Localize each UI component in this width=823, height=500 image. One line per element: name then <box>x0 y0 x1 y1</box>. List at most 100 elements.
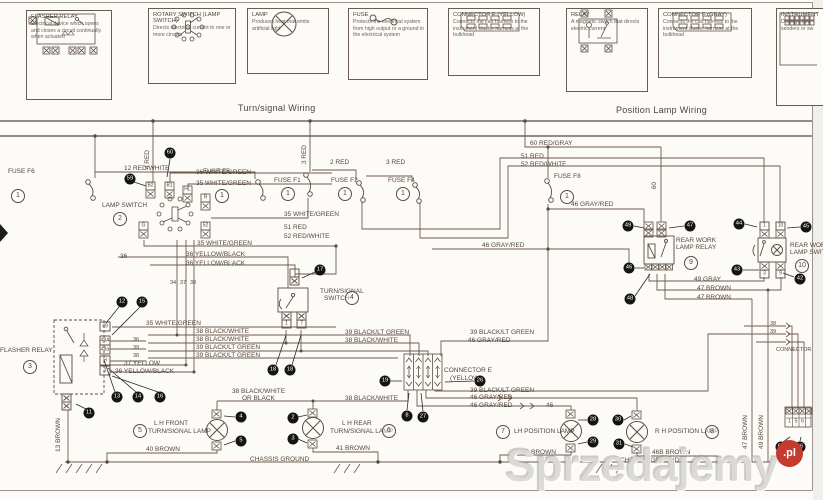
wire-label: 39 <box>133 345 140 351</box>
legend-lamp: LAMP Produces heat that emits artificial… <box>247 8 329 74</box>
rear-work-relay-label2: LAMP RELAY <box>676 244 717 251</box>
callout-16: 16 <box>154 391 166 403</box>
component-number: 1 <box>396 187 410 201</box>
connector-e-icon <box>460 12 520 32</box>
wire-label: 46 GRAY/RED <box>482 242 525 249</box>
turn-signal-switch-label2: SWITCH <box>324 295 350 302</box>
callout-18: 18 <box>267 364 279 376</box>
wire-label: 38 <box>133 353 140 359</box>
callout-17: 17 <box>314 264 326 276</box>
terminal-49A: 49A <box>100 337 110 343</box>
legend-title: CONNECTOR E (YELLOW) <box>453 12 526 18</box>
rear-work-switch-label2: LAMP SWITCH <box>790 249 823 256</box>
wire-label: 37 <box>180 280 187 286</box>
wire-label: 39 BLACK/LT GREEN <box>345 329 410 336</box>
component-number-rh-pos: 8 <box>705 425 719 439</box>
section-title-turn-signal: Turn/signal Wiring <box>238 103 316 113</box>
chassis-ground-label: CHASSIS GROUND <box>620 457 680 464</box>
component-number-lh-rear: 6 <box>382 424 396 438</box>
legend-title: ROTARY SWITCH (LAMP SWITCH) <box>153 12 221 24</box>
block-pin-1: 1 <box>788 418 791 425</box>
wire-label: 36 YELLOW/BLACK <box>186 260 246 267</box>
wire-label: 38 <box>190 280 197 286</box>
fuse-f4-label: FUSE F4 <box>388 177 415 184</box>
lh-position-lamp-label: LH POSITION LAMP <box>514 428 575 435</box>
wire-label: 39 <box>770 329 777 335</box>
wire-label: 35 WHITE/GREEN <box>146 320 201 327</box>
wire-label: 60 <box>651 182 658 190</box>
callout-42: 42 <box>794 273 806 285</box>
callout-5: 5 <box>235 435 247 447</box>
watermark-text: Sprzedajemy <box>505 439 779 491</box>
wire-label: 36 <box>120 253 128 260</box>
fuse-f1-label: FUSE F1 <box>274 177 301 184</box>
wire-label: 39 BLACK/LT GREEN <box>196 344 261 351</box>
legend-relay: RELAY A magnetic switch that directs ele… <box>566 8 648 92</box>
rear-work-lamp-relay-symbol <box>643 221 675 271</box>
wire-label: 4 RED <box>144 150 151 170</box>
callout-30: 30 <box>612 414 624 426</box>
lh-rear-lamp-label2: TURN/SIGNAL LAMP <box>330 428 393 435</box>
callout-49: 49 <box>622 220 634 232</box>
rw-switch-pin-3: 3 <box>763 270 766 277</box>
wire-label: 41 BROWN <box>336 445 370 452</box>
legend-rotary-switch: ROTARY SWITCH (LAMP SWITCH) Directs elec… <box>148 8 236 84</box>
wire-label: 12 RED/WHITE <box>124 165 170 172</box>
wire-label: 38 <box>770 321 777 327</box>
callout-27: 27 <box>417 411 429 423</box>
rotary-switch-icon <box>171 12 205 42</box>
turn-switch-pin-1: 1 <box>285 320 288 327</box>
component-number: 1 <box>338 187 352 201</box>
relay-icon <box>578 9 618 53</box>
callout-43: 43 <box>731 264 743 276</box>
wire-label: 34 <box>170 280 177 286</box>
callout-59: 59 <box>124 173 136 185</box>
component-number-flasher: 3 <box>23 360 37 374</box>
terminal-1: 1 <box>103 367 107 373</box>
callout-2: 2 <box>287 412 299 424</box>
callout-28: 28 <box>587 414 599 426</box>
component-number-rw-switch: 10 <box>795 259 809 273</box>
wire-label: 3 RED <box>301 145 308 165</box>
terminal-hl: HL <box>184 186 191 193</box>
terminal-h: H <box>103 357 107 363</box>
callout-arrows <box>75 158 802 448</box>
flasher-relay-label: FLASHER RELAY <box>0 347 53 354</box>
legend-connector-e: CONNECTOR E (YELLOW) Connects the cab ha… <box>448 8 540 76</box>
legend-connector-f: CONNECTOR F (GRAY) Connects the cab harn… <box>658 8 752 78</box>
wire-label: 46 GRAY/RED <box>468 337 511 344</box>
callout-29: 29 <box>587 436 599 448</box>
callout-18b: 18 <box>284 364 296 376</box>
connector-e-color: (YELLOW) <box>450 375 482 382</box>
callout-15: 15 <box>136 296 148 308</box>
callout-14: 14 <box>132 391 144 403</box>
component-number-lh-front: 5 <box>133 424 147 438</box>
terminal-52: 52 <box>202 222 209 229</box>
wire-label: OR BLACK <box>242 395 275 402</box>
wire-label: 39 BLACK/LT GREEN <box>196 352 261 359</box>
ground-hatch <box>55 463 623 474</box>
terminal-b1: B1 <box>166 182 173 189</box>
wire-label: 46 GRAY/RED <box>470 394 513 401</box>
fuse-f6-label: FUSE F6 <box>8 168 35 175</box>
wire-label: 38 BLACK/WHITE <box>196 336 250 343</box>
wire-label: 49 GRAY <box>694 276 721 283</box>
wire-label: 3 RED <box>386 159 406 166</box>
turn-signal-switch-label: TURN/SIGNAL <box>320 288 364 295</box>
block-pin-5: 5 <box>794 418 798 425</box>
callout-11: 11 <box>83 407 95 419</box>
wire-label: 47 BROWN <box>697 294 731 301</box>
component-number: 1 <box>215 189 229 203</box>
lamp-icon <box>271 11 297 37</box>
wire-label: 38 BLACK/WHITE <box>345 337 399 344</box>
component-number: 1 <box>11 189 25 203</box>
turn-switch-pin-7: 7 <box>300 320 303 327</box>
connector-e-label: CONNECTOR E <box>444 367 492 374</box>
callout-26: 26 <box>474 375 486 387</box>
legend-title: RELAY <box>571 12 590 18</box>
legend-title: CONNECTOR F (GRAY) <box>663 12 727 18</box>
legend-instrument: INSTRUMENT Displays info senders or sw <box>776 8 823 106</box>
turn-signal-switch-symbol <box>277 268 309 329</box>
callout-47: 47 <box>684 220 696 232</box>
